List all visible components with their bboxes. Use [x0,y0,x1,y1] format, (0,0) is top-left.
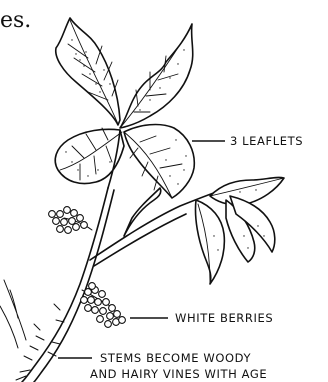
upper-left-leaflet [56,18,120,125]
label-stems-line2: AND HAIRY VINES WITH AGE [90,367,267,381]
lower-berry-cluster [81,283,126,328]
cropped-text-fragment: es. [0,8,31,33]
bottom-right-leaflet [124,125,194,198]
right-top-leaflet [210,177,284,204]
main-stem [0,188,114,382]
bottom-left-leaflet [55,129,124,183]
upper-berry-cluster [49,207,92,234]
three-leaflet-cluster [55,18,194,198]
upper-right-leaflet [120,24,193,128]
label-3-leaflets: 3 LEAFLETS [230,134,303,148]
right-leaf-cluster [90,177,284,284]
label-stems-line1: STEMS BECOME WOODY [100,351,251,365]
label-white-berries: WHITE BERRIES [175,311,273,325]
slender-leaflet [124,188,161,236]
